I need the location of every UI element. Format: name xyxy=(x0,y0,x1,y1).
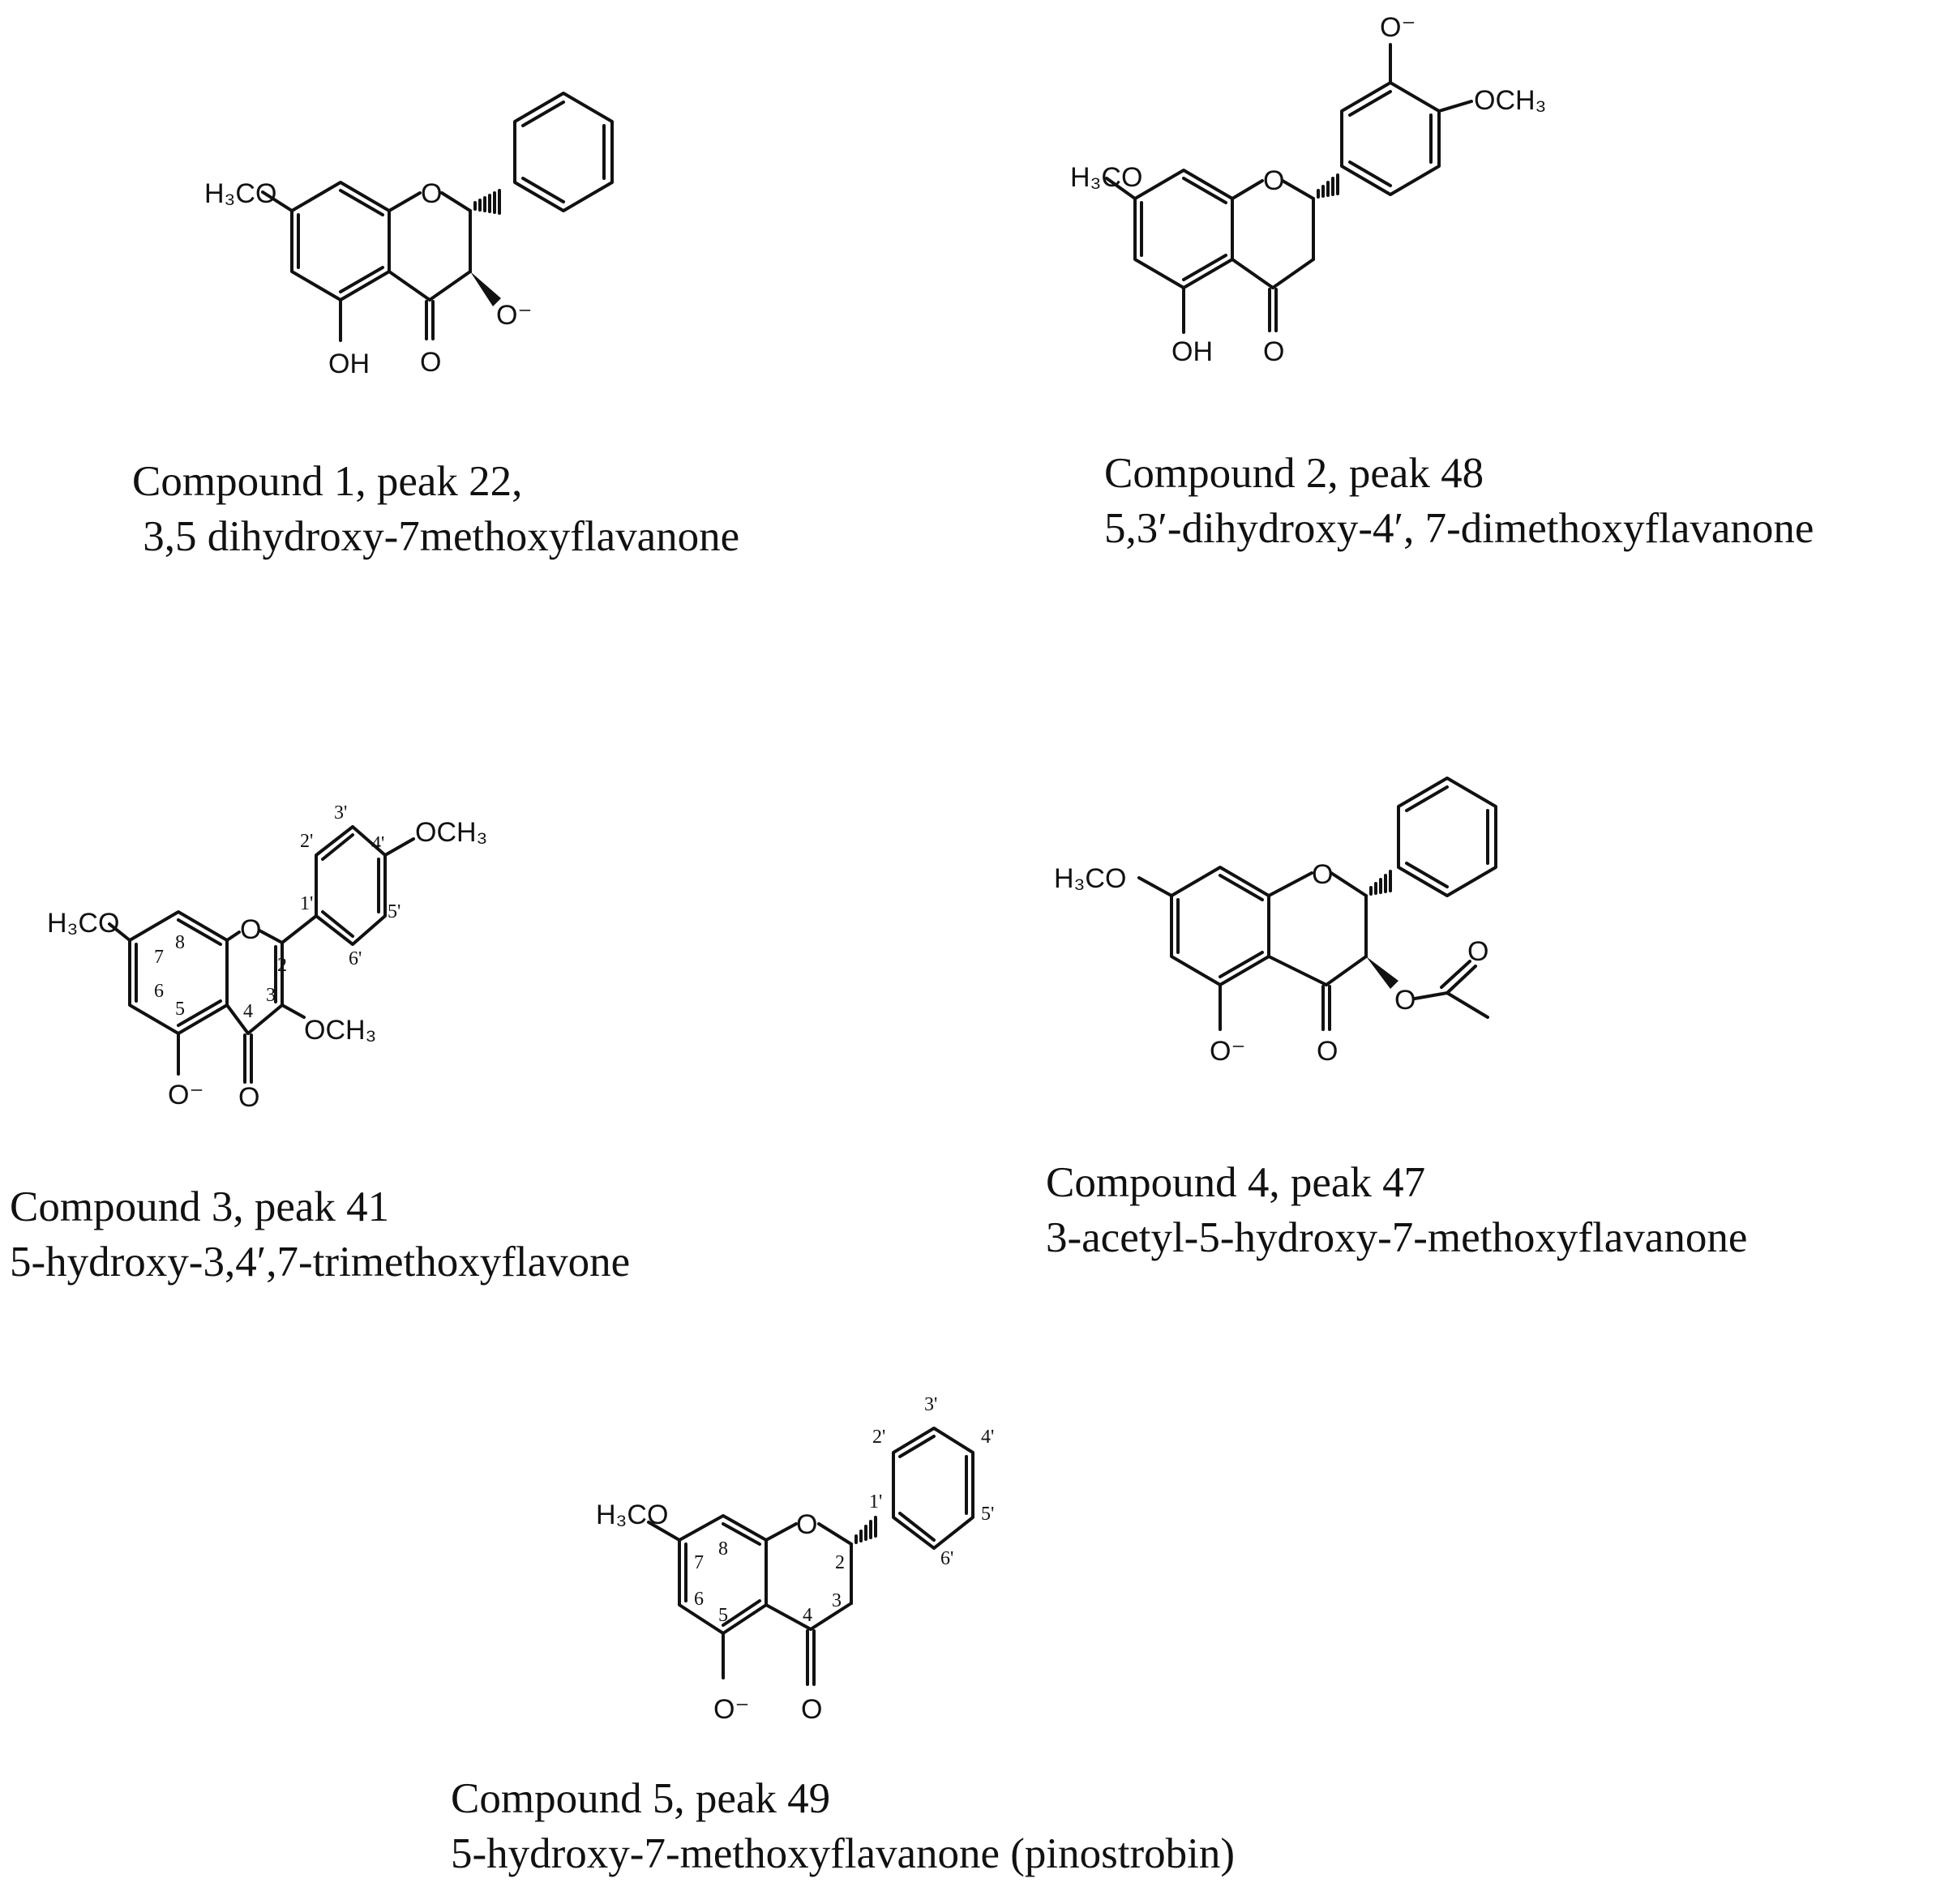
compound-4-methoxy-label: H₃CO xyxy=(1054,863,1126,894)
compound-3-position-6prime: 6' xyxy=(349,948,362,969)
compound-2-caption: Compound 2, peak 48 5,3′-dihydroxy-4′, 7… xyxy=(1104,446,1814,556)
compound-4-caption: Compound 4, peak 47 3-acetyl-5-hydroxy-7… xyxy=(1046,1155,1747,1265)
compound-3-name: 5-hydroxy-3,4′,7-trimethoxyflavone xyxy=(10,1239,631,1286)
compound-5-position-2prime: 2' xyxy=(872,1427,885,1448)
compound-5-title: Compound 5, peak 49 xyxy=(451,1775,831,1822)
compound-5-carbonyl-label: O xyxy=(801,1694,822,1725)
compound-2-structure: H₃CO O OH O O⁻ OCH₃ xyxy=(1070,12,1546,367)
compound-5-position-3prime: 3' xyxy=(924,1394,937,1415)
compound-3-position-3: 3 xyxy=(266,985,276,1006)
compound-3-position-4prime: 4' xyxy=(371,833,384,854)
compound-4-name: 3-acetyl-5-hydroxy-7-methoxyflavanone xyxy=(1046,1214,1748,1261)
compound-5-position-6: 6 xyxy=(694,1589,704,1610)
compound-4-acetyl-oxygen-label: O xyxy=(1467,936,1488,967)
compound-5-position-5prime: 5' xyxy=(981,1504,994,1525)
compound-1-name: 3,5 dihydroxy-7methoxyflavanone xyxy=(132,513,740,560)
compound-3-position-6: 6 xyxy=(154,981,164,1002)
compound-4-carbonyl-label: O xyxy=(1317,1036,1338,1067)
compound-2-carbonyl-label: O xyxy=(1263,336,1284,367)
compound-5-position-3: 3 xyxy=(832,1590,842,1611)
compound-3-position-1prime: 1' xyxy=(300,893,313,914)
compound-4-ester-oxygen-label: O xyxy=(1394,985,1416,1016)
compound-3-position-3prime: 3' xyxy=(334,802,347,824)
compound-1-caption: Compound 1, peak 22, 3,5 dihydroxy-7meth… xyxy=(132,454,739,564)
compound-2-4prime-methoxy-label: OCH₃ xyxy=(1474,85,1546,116)
compound-3-position-2: 2 xyxy=(277,955,287,976)
compound-4-oxide-label: O⁻ xyxy=(1210,1036,1245,1067)
compound-1-title: Compound 1, peak 22, xyxy=(132,458,523,505)
compound-5-methoxy-label: H₃CO xyxy=(596,1500,668,1530)
compound-4-ring-oxygen-label: O xyxy=(1312,859,1333,890)
compound-3-methoxy-label: H₃CO xyxy=(47,908,119,939)
compound-3-title: Compound 3, peak 41 xyxy=(10,1183,390,1230)
compound-1-carbonyl-label: O xyxy=(420,347,441,378)
compound-5-position-2: 2 xyxy=(835,1552,845,1573)
compound-4-structure: H₃CO O O⁻ O O O xyxy=(1054,777,1497,1067)
compound-5-position-6prime: 6' xyxy=(940,1548,953,1569)
compound-1-hydroxyl-label: OH xyxy=(328,349,370,379)
compound-5-position-4: 4 xyxy=(803,1605,812,1626)
compound-2-title: Compound 2, peak 48 xyxy=(1104,450,1484,497)
compound-1-ring-oxygen-label: O xyxy=(421,178,442,209)
compound-3-position-8: 8 xyxy=(175,932,185,953)
compound-1-structure: H₃CO O OH O O⁻ xyxy=(204,92,614,379)
compound-3-position-7: 7 xyxy=(154,947,164,968)
compound-3-position-2prime: 2' xyxy=(300,831,313,852)
compound-2-name: 5,3′-dihydroxy-4′, 7-dimethoxyflavanone xyxy=(1104,505,1814,552)
compound-2-ring-oxygen-label: O xyxy=(1263,165,1284,196)
compound-5-position-5: 5 xyxy=(718,1605,728,1626)
compound-3-4prime-methoxy-label: OCH₃ xyxy=(415,817,487,848)
compound-1-methoxy-label: H₃CO xyxy=(204,178,276,209)
compound-3-position-5prime: 5' xyxy=(388,901,400,922)
compound-5-position-8: 8 xyxy=(718,1538,728,1560)
compound-5-structure: H₃CO O O⁻ O 2 3 4 5 6 7 8 1' 2' 3' 4' 5'… xyxy=(596,1394,994,1725)
compound-3-position-5: 5 xyxy=(175,999,185,1020)
compound-5-position-4prime: 4' xyxy=(981,1427,994,1448)
compound-5-position-1prime: 1' xyxy=(869,1491,882,1513)
compound-5-oxide-label: O⁻ xyxy=(713,1694,749,1725)
compound-3-ring-oxygen-label: O xyxy=(240,914,261,945)
compound-3-structure: H₃CO O O⁻ O OCH₃ OCH₃ 2 3 4 5 6 7 8 1' 2… xyxy=(47,802,487,1113)
compound-5-name: 5-hydroxy-7-methoxyflavanone (pinostrobi… xyxy=(451,1830,1236,1877)
compound-5-position-7: 7 xyxy=(694,1552,704,1573)
compound-2-methoxy-label: H₃CO xyxy=(1070,162,1142,193)
compound-3-3-methoxy-label: OCH₃ xyxy=(304,1015,376,1046)
compound-3-position-4: 4 xyxy=(243,1001,253,1022)
compound-5-ring-oxygen-label: O xyxy=(796,1509,817,1540)
compound-5-caption: Compound 5, peak 49 5-hydroxy-7-methoxyf… xyxy=(451,1771,1235,1881)
compound-2-oxide-label: O⁻ xyxy=(1380,12,1416,43)
compound-3-caption: Compound 3, peak 41 5-hydroxy-3,4′,7-tri… xyxy=(10,1179,630,1290)
compound-2-hydroxyl-label: OH xyxy=(1171,336,1213,367)
compound-3-carbonyl-label: O xyxy=(238,1082,259,1113)
compound-3-oxide-label: O⁻ xyxy=(168,1080,203,1110)
compound-4-title: Compound 4, peak 47 xyxy=(1046,1159,1426,1206)
compound-1-oxide-label: O⁻ xyxy=(496,300,532,331)
